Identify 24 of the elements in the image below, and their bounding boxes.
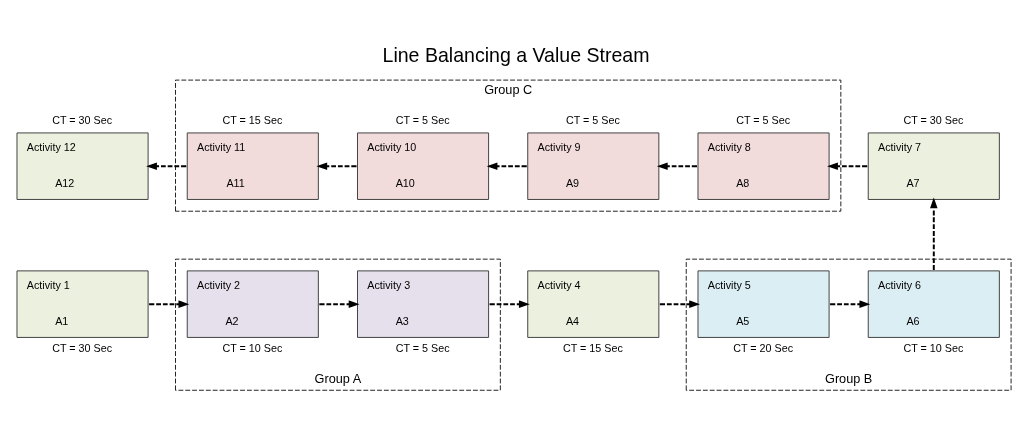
- node-label: CT = 15 Sec: [562, 341, 623, 354]
- arrow: [829, 300, 871, 308]
- node-label: CT = 5 Sec: [736, 113, 791, 126]
- node-label: CT = 15 Sec: [222, 113, 283, 126]
- diagram-title: Line Balancing a Value Stream: [382, 44, 650, 67]
- arrow: [148, 300, 190, 308]
- node-label: CT = 30 Sec: [903, 113, 964, 126]
- arrow: [486, 162, 528, 170]
- arrow: [656, 162, 698, 170]
- arrow: [146, 162, 188, 170]
- arrow: [316, 162, 358, 170]
- node-label: CT = 5 Sec: [565, 113, 620, 126]
- node-label: CT = 5 Sec: [395, 113, 450, 126]
- node-label: CT = 30 Sec: [52, 113, 113, 126]
- node-label: CT = 10 Sec: [903, 341, 964, 354]
- node-label: CT = 30 Sec: [52, 341, 113, 354]
- arrow: [930, 197, 938, 271]
- arrow: [318, 300, 360, 308]
- node-label: CT = 20 Sec: [733, 341, 794, 354]
- arrow: [827, 162, 869, 170]
- arrow: [488, 300, 530, 308]
- arrow: [658, 300, 700, 308]
- node-label: CT = 5 Sec: [395, 341, 450, 354]
- node-label: CT = 10 Sec: [222, 341, 283, 354]
